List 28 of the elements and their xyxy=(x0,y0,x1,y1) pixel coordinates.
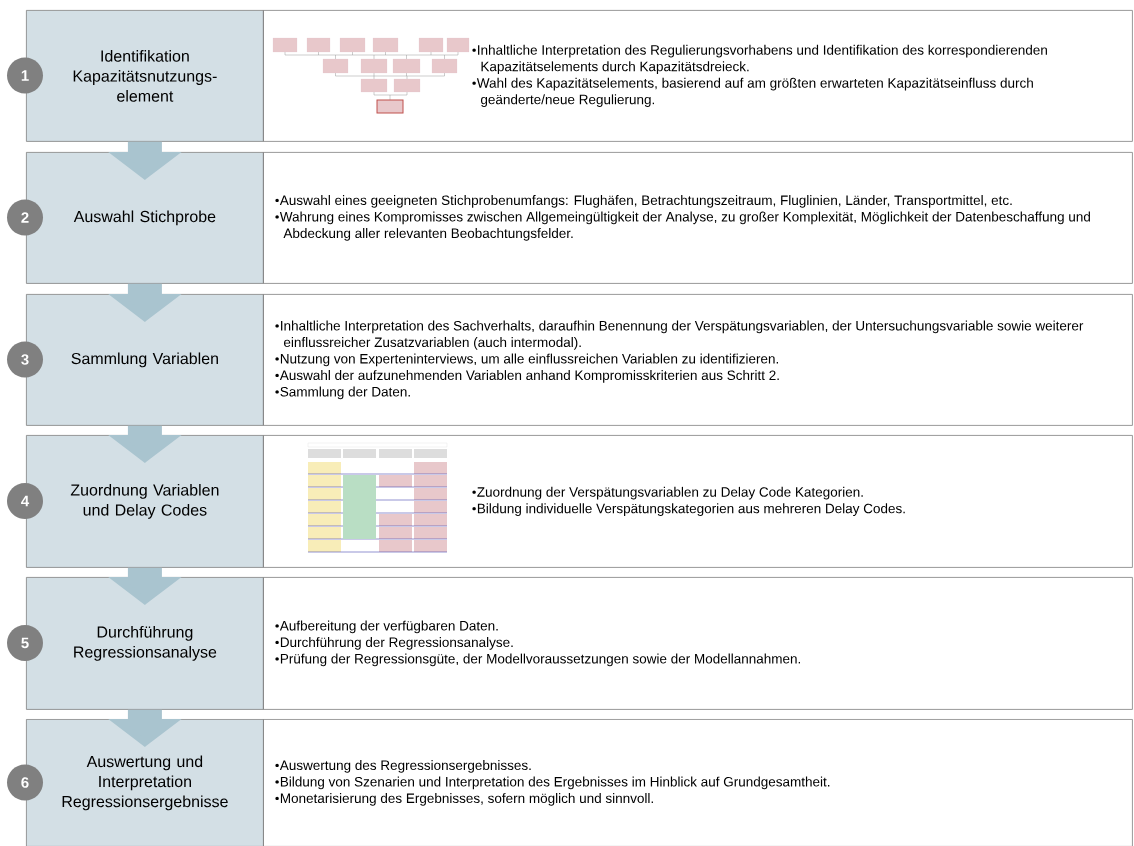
description-panel xyxy=(263,577,1133,710)
bullet-item: Auswahl eines geeigneten Stichprobenumfangs: Flughäfen, Betrachtungszeitraum, Fluglinien, Länder, Transportmittel, etc. xyxy=(279,195,1012,208)
bullet-item: Prüfung der Regressionsgüte, der Modellvoraussetzungen sowie der Modellannahmen. xyxy=(280,653,801,667)
bullet-item: Inhaltliche Interpretation des Sachverhalts, daraufhin Benennung der Verspätungsvariablen, der Untersuchungsvariable sowie weiterer einflussreicher Zusatzvariablen (auch intermodal). xyxy=(281,320,1084,350)
description-panel xyxy=(263,435,1133,568)
description-panel xyxy=(263,152,1133,284)
bullet-item: Sammlung der Daten. xyxy=(280,386,410,400)
bullet-item: Bildung von Szenarien und Interpretation des Ergebnisses im Hinblick auf Grundgesamtheit. xyxy=(280,776,830,790)
step-number: 3 xyxy=(7,341,43,378)
step-number: 2 xyxy=(7,199,43,236)
bullet-item: Aufbereitung der verfügbaren Daten. xyxy=(279,620,498,634)
bullet-item: Auswahl der aufzunehmenden Variablen anhand Kompromisskriterien aus Schritt 2. xyxy=(279,370,779,383)
description-panel xyxy=(263,294,1133,426)
bullet-item: Inhaltliche Interpretation des Regulierungsvorhabens und Identifikation des korrespondierenden Kapazitätselements durch Kapazitätsdreieck. xyxy=(478,44,1047,74)
step-number: 1 xyxy=(7,57,43,94)
bullet-item: Nutzung von Experteninterviews, um alle einflussreichen Variablen zu identifizieren. xyxy=(280,353,778,367)
bullet-item: Wahl des Kapazitätselements, basierend auf am größten erwarteten Kapazitätseinfluss durch geänderte/neue Regulierung. xyxy=(476,77,1033,107)
bullet-item: Zuordnung der Verspätungsvariablen zu Delay Code Kategorien. xyxy=(477,486,863,500)
bullet-item: Monetarisierung des Ergebnisses, sofern möglich und sinnvoll. xyxy=(280,793,653,806)
description-panel xyxy=(263,719,1133,846)
description-panel xyxy=(263,10,1133,142)
bullet-item: Bildung individuelle Verspätungskategorien aus mehreren Delay Codes. xyxy=(477,503,905,516)
step-number: 5 xyxy=(7,625,43,661)
bullet-item: Durchführung der Regressionsanalyse. xyxy=(280,637,513,650)
step-number: 6 xyxy=(7,764,43,801)
bullet-item: Wahrung eines Kompromisses zwischen Allgemeingültigkeit der Analyse, zu großer Komplexität, Möglichkeit der Datenbeschaffung und Abdeckung aller relevanten Beobachtungsfelder. xyxy=(279,211,1090,241)
bullet-item: Auswertung des Regressionsergebnisses. xyxy=(279,760,531,773)
step-number: 4 xyxy=(7,483,43,519)
